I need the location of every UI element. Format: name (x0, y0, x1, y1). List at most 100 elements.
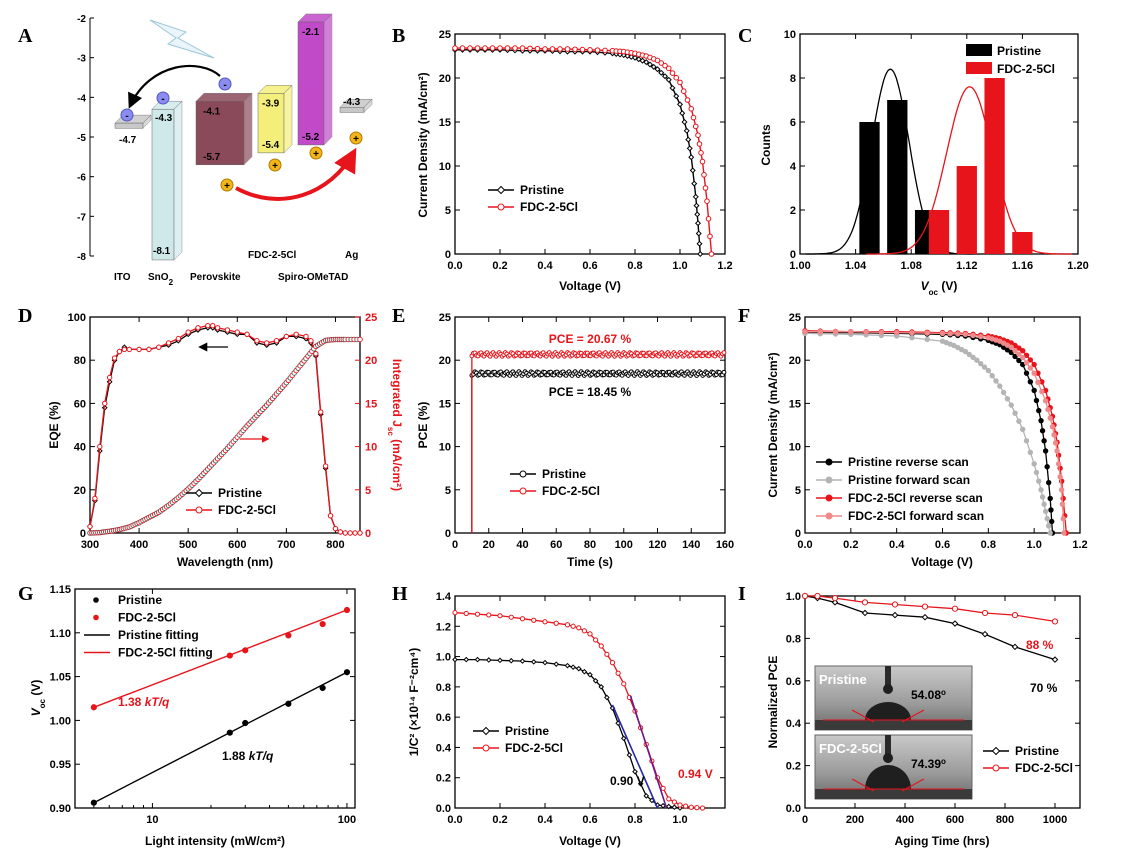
jv-line-0 (455, 49, 701, 255)
perovskite-cb-level: -4.1 (203, 106, 221, 117)
jv-scan-marker-1 (1045, 523, 1052, 529)
x-tick-label: 400 (896, 814, 914, 826)
inset-substrate (815, 789, 972, 799)
jv-scan-marker-3 (955, 331, 961, 337)
jv-marker-0 (673, 93, 680, 100)
jv-scan-marker-2 (1016, 345, 1022, 351)
y-tick-label: 80 (74, 355, 86, 367)
sno2-cb-level: -4.3 (155, 113, 173, 124)
eqe-marker-1 (126, 346, 132, 353)
y-axis-label: Normalized PCE (766, 656, 780, 749)
y-tick-label: 0.90 (50, 803, 71, 815)
jv-scan-marker-3 (1055, 461, 1062, 467)
x-tick-label: 0.2 (843, 539, 858, 551)
eqe-marker-1 (185, 329, 191, 335)
jv-scan-marker-1 (1023, 438, 1030, 444)
layer-ito: ITO (114, 272, 131, 283)
jv-scan-marker-3 (832, 328, 839, 335)
y-tick-label: 5 (795, 485, 801, 497)
x-tick-label: 100 (615, 539, 633, 551)
jv-marker-0 (628, 53, 635, 60)
y-axis-label: Counts (759, 124, 773, 166)
y-tick-label: 2 (790, 205, 796, 217)
eqe-marker-1 (337, 529, 344, 535)
y-tick-label: 5 (445, 205, 451, 217)
mott-schottky-marker-0 (637, 780, 644, 787)
legend-label: Pristine fitting (118, 628, 199, 642)
jv-scan-marker-3 (802, 328, 808, 335)
mott-schottky-marker-1 (660, 785, 666, 791)
x-tick-label: 600 (228, 539, 246, 551)
plot-frame (454, 316, 726, 534)
jv-marker-0 (686, 145, 693, 152)
jv-scan-marker-1 (1047, 530, 1053, 536)
perovskite-block-top (195, 93, 253, 102)
mott-schottky-marker-1 (615, 670, 621, 676)
hole-sign: + (224, 181, 230, 192)
x-axis-label: Voc (V) (921, 279, 958, 297)
jv-scan-marker-1 (993, 378, 999, 384)
voc-point-0 (90, 799, 97, 806)
panel-A: -2-3-4-5-6-7-8-4.7-4.3-8.1-4.1-5.7-3.9-5… (77, 13, 373, 287)
y-tick-label: 0.0 (436, 803, 451, 815)
eqe-marker-1 (175, 335, 182, 342)
y-tick-label: 0.8 (786, 633, 801, 645)
right-y-tick-label: 20 (365, 355, 377, 367)
legend-label: FDC-2-5Cl (218, 503, 276, 517)
eqe-marker-1 (121, 346, 128, 353)
y-tick-label: 10 (784, 29, 796, 41)
jv-scan-marker-3 (1045, 406, 1051, 413)
electron-sign: - (161, 94, 164, 105)
jv-scan-marker-1 (1039, 494, 1046, 500)
mott-schottky-marker-0 (542, 659, 548, 666)
eqe-marker-1 (146, 346, 152, 353)
legend-label: Pristine reverse scan (848, 455, 969, 469)
y-tick-label: 1.05 (50, 672, 71, 684)
y-tick-label: 25 (439, 29, 451, 41)
right-y-axis-label-part: sc (387, 427, 396, 436)
y-tick-label: 20 (74, 485, 86, 497)
gaussian-fit-1 (866, 86, 1073, 255)
jv-scan-marker-3 (893, 329, 900, 336)
jv-scan-marker-1 (1020, 426, 1026, 433)
jv-marker-0 (692, 193, 699, 200)
mott-schottky-marker-1 (553, 620, 559, 626)
jv-scan-marker-1 (1036, 478, 1042, 484)
legend-label: Pristine (542, 467, 586, 481)
jv-scan-marker-3 (1035, 379, 1041, 386)
mott-schottky-marker-0 (660, 802, 666, 809)
jv-scan-marker-3 (863, 329, 869, 335)
electron-icon (218, 77, 232, 91)
x-tick-label: 1.0 (672, 814, 687, 826)
y-tick-label: 10 (789, 442, 801, 454)
mott-schottky-marker-1 (671, 799, 677, 805)
jv-marker-0 (681, 118, 688, 126)
stability-marker-1 (1011, 611, 1019, 619)
mott-schottky-line-0 (455, 658, 681, 809)
jv-scan-marker-0 (1041, 438, 1047, 444)
fit-line-1 (93, 609, 348, 708)
y-tick-label: 0 (445, 249, 451, 261)
fdc-ideality-annotation-part: kT/q (145, 695, 170, 709)
ag-level: -4.3 (343, 97, 361, 108)
jv-scan-marker-1 (1000, 389, 1007, 396)
y-tick-label: 1.15 (50, 584, 71, 596)
layer-fdc: FDC-2-5Cl (248, 250, 297, 261)
fdc-pce-annotation: PCE = 20.67 % (549, 332, 632, 346)
stability-marker-0 (831, 599, 839, 606)
histogram-bar-0 (887, 100, 908, 254)
jv-marker-1 (497, 45, 503, 51)
eqe-marker-1 (318, 409, 324, 415)
y-tick-label: 0 (795, 528, 801, 540)
right-y-tick-label: 10 (365, 442, 377, 454)
jv-marker-0 (661, 73, 669, 80)
inset-needle (885, 735, 891, 755)
stability-marker-0 (921, 613, 929, 621)
jv-scan-marker-3 (1020, 354, 1026, 361)
jv-marker-1 (695, 132, 701, 138)
inset-substrate (815, 720, 972, 730)
x-tick-label: 1.2 (717, 260, 732, 272)
eqe-marker-1 (244, 331, 250, 337)
mott-schottky-marker-0 (626, 752, 633, 758)
